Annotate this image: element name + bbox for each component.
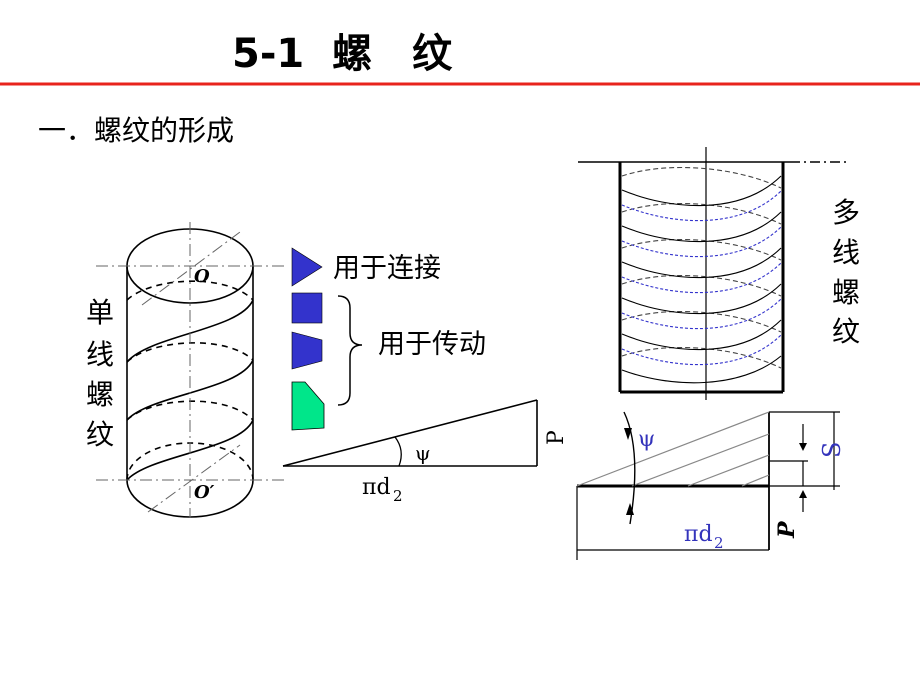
multi-thread-char: 多 xyxy=(832,196,860,229)
lead-base-label: πd 2 xyxy=(362,475,403,505)
single-thread-char: 单 xyxy=(86,296,114,329)
cylinder-center-lines xyxy=(96,222,285,518)
lead-height-label: P xyxy=(544,430,569,445)
multi-thread-cylinder xyxy=(618,162,785,394)
triangular-profile-icon xyxy=(291,247,323,287)
square-profile-icon xyxy=(291,292,323,324)
multi-thread-center-lines xyxy=(578,147,850,400)
multi-angle-arrow-bottom xyxy=(626,503,634,515)
section-heading: 一．螺纹的形成 xyxy=(38,114,234,147)
multi-angle-arrow-top xyxy=(624,428,632,440)
single-thread-char: 螺 xyxy=(86,378,114,411)
thread-profiles xyxy=(291,247,325,431)
multi-lead-label: S xyxy=(818,442,846,458)
multi-base-label-sub: 2 xyxy=(714,534,724,552)
buttress-profile-icon xyxy=(291,381,325,431)
multi-thread-char: 纹 xyxy=(832,315,860,348)
slide-title: 5-1 螺 纹 xyxy=(232,31,453,77)
multi-base-label-main: πd xyxy=(684,522,713,547)
multi-pitch-label: P xyxy=(774,520,800,539)
single-thread-label: 单 线 螺 纹 xyxy=(86,296,114,451)
trapezoidal-profile-icon xyxy=(291,331,323,370)
center-label-bottom: O′ xyxy=(194,482,215,503)
single-thread-char: 纹 xyxy=(86,418,114,451)
multi-thread-char: 螺 xyxy=(832,276,860,309)
lead-angle-symbol: ψ xyxy=(415,441,431,465)
transmission-label: 用于传动 xyxy=(378,329,486,360)
multi-angle-symbol: ψ xyxy=(638,427,655,452)
lead-base-label-sub: 2 xyxy=(393,487,403,505)
single-thread-char: 线 xyxy=(86,338,114,371)
profile-brace xyxy=(337,295,363,406)
multi-thread-helices xyxy=(621,166,782,384)
multi-base-label: πd 2 xyxy=(684,522,724,552)
lead-triangle xyxy=(282,399,538,467)
multi-thread-char: 线 xyxy=(832,236,860,269)
lead-base-label-main: πd xyxy=(362,475,391,500)
multi-lead-triangle xyxy=(576,411,840,560)
center-label-top: O xyxy=(194,266,210,287)
connection-label: 用于连接 xyxy=(333,253,441,284)
multi-thread-label: 多 线 螺 纹 xyxy=(832,196,860,348)
